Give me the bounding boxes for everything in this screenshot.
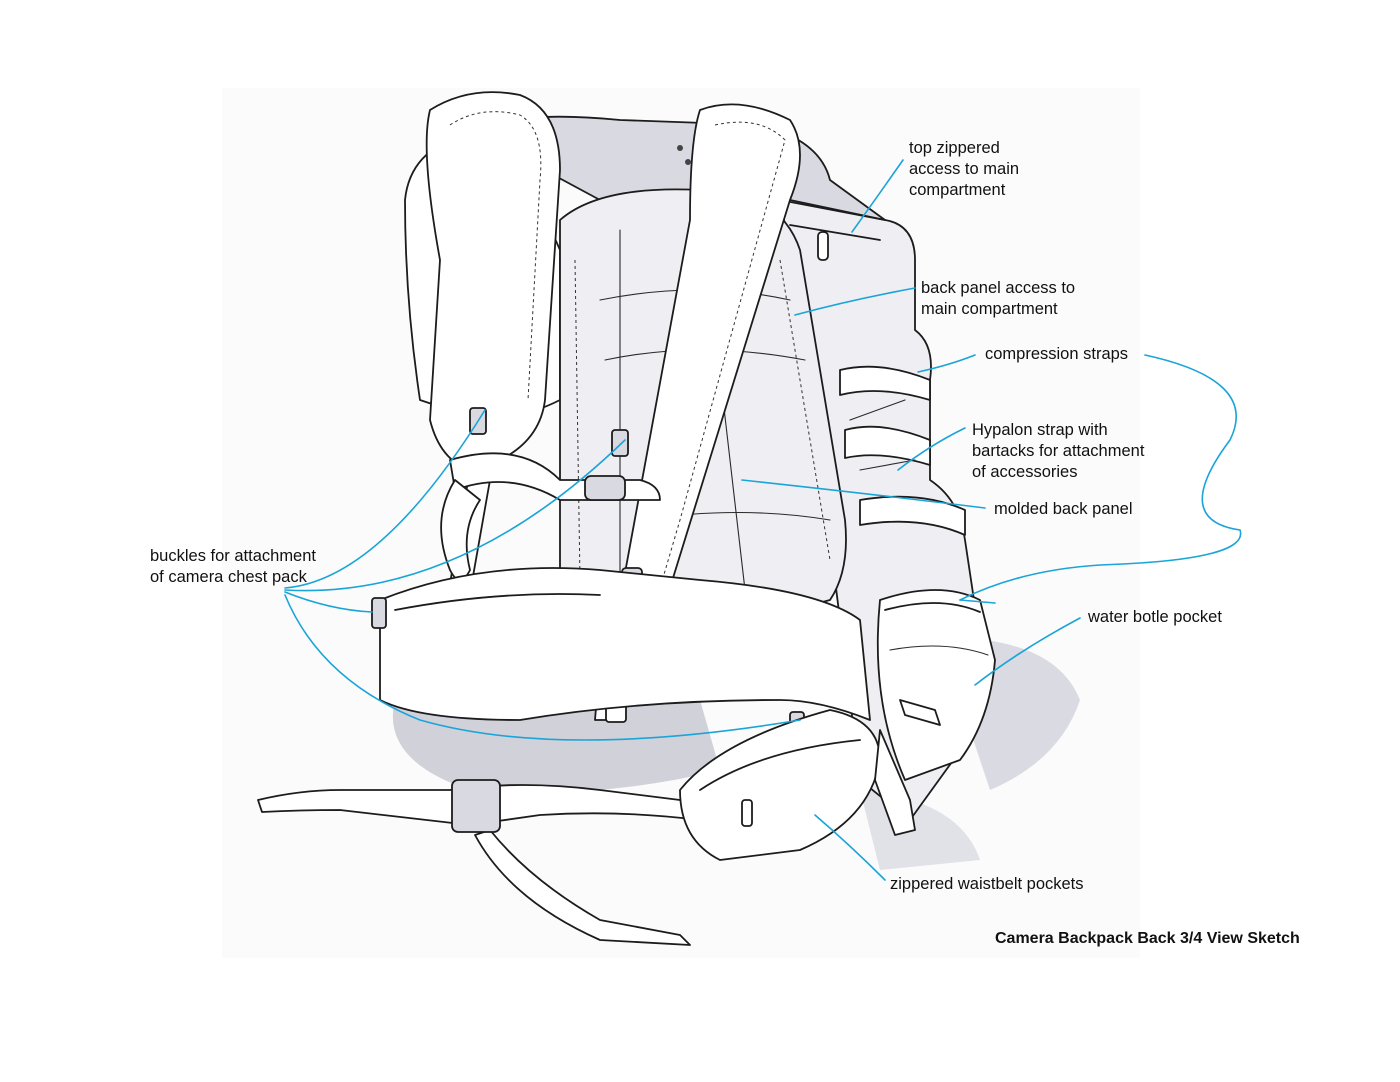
leader-buckles-2 [284,439,626,592]
leader-back-panel-access [794,287,916,316]
leader-compression-straps-1 [917,354,976,373]
label-buckles-chest-pack: buckles for attachment of camera chest p… [150,547,316,586]
label-back-panel-access: back panel access to main compartment [921,279,1076,318]
sketch-caption: Camera Backpack Back 3/4 View Sketch [995,930,1300,947]
label-hypalon-strap: Hypalon strap with bartacks for attachme… [972,421,1145,481]
leader-lines [284,159,1242,881]
leader-top-zippered [851,159,904,233]
sternum-strap [440,429,661,581]
leader-compression-straps-2 [959,354,1242,601]
label-top-zippered-access: top zippered access to main compartment [909,139,1020,199]
leader-buckles-1 [284,409,486,589]
leader-hypalon [897,427,966,471]
label-waistbelt-pockets: zippered waistbelt pockets [890,875,1084,893]
label-water-bottle-pocket: water botle pocket [1088,608,1222,626]
label-compression-straps: compression straps [985,345,1129,363]
label-molded-back-panel: molded back panel [994,500,1133,518]
leader-buckles-3 [284,591,373,613]
hip-belt [257,567,941,946]
sternum-buckle [584,475,626,501]
leader-waistbelt [814,814,886,881]
leader-water-bottle [974,617,1081,686]
leader-molded-back-panel [741,479,986,509]
waist-buckle [451,779,501,833]
leader-buckles-4 [284,594,801,741]
